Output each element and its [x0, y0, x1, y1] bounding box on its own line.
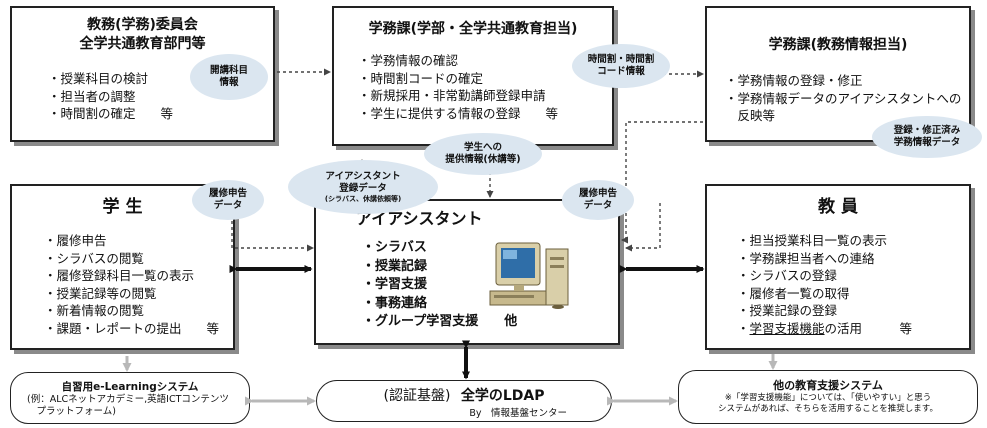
label-kaiko-joho: 開講科目 情報	[190, 54, 268, 100]
student-box: 学 生 ・履修申告 ・シラバスの閲覧 ・履修登録科目一覧の表示 ・授業記録等の閲…	[10, 184, 235, 350]
list-item: ・授業記録の登録	[737, 303, 838, 318]
label-rishu-left: 履修申告 データ	[192, 180, 264, 220]
flow-faculty-to-ai	[625, 203, 661, 252]
committee-list: ・授業科目の検討 ・担当者の調整 ・時間割の確定 等	[48, 70, 173, 123]
label-toroku-shusei: 登録・修正済み 学務情報データ	[872, 116, 982, 158]
list-item: ・履修登録科目一覧の表示	[44, 268, 195, 283]
list-item: 反映等	[725, 108, 776, 123]
list-item: ・履修申告	[44, 233, 107, 248]
list-item: ・シラバス	[362, 240, 427, 255]
list-item: ・学務情報の確認	[358, 53, 459, 68]
list-item: ・グループ学習支援 他	[362, 314, 518, 329]
ai-assistant-list: ・シラバス ・授業記録 ・学習支援 ・事務連絡 ・グループ学習支援 他	[362, 239, 517, 332]
gakumu-right-title: 学務課(教務情報担当)	[768, 37, 908, 53]
gakumu-right-list: ・学務情報の登録・修正 ・学務情報データのアイアシスタントへの 反映等	[725, 72, 961, 125]
committee-box: 教務(学務)委員会 全学共通教育部門等 ・授業科目の検討 ・担当者の調整 ・時間…	[10, 6, 275, 142]
gakumu-center-box: 学務課(学部・全学共通教育担当) ・学務情報の確認 ・時間割コードの確定 ・新規…	[332, 6, 614, 146]
committee-title: 教務(学務)委員会 全学共通教育部門等	[79, 17, 206, 52]
list-item: ・学習支援機能の活用 等	[737, 320, 913, 336]
student-title: 学 生	[102, 197, 143, 217]
list-item: ・授業科目の検討	[48, 71, 149, 86]
elearning-title: 自習用e-Learningシステム	[61, 381, 199, 393]
list-item: ・シラバスの閲覧	[44, 250, 144, 266]
label-rishu-right: 履修申告 データ	[562, 180, 634, 220]
list-item: ・新着情報の閲覧	[44, 303, 145, 318]
ai-assistant-box: アイアシスタント ・シラバス ・授業記録 ・学習支援 ・事務連絡 ・グループ学習…	[314, 199, 620, 345]
other-system-title: 他の教育支援システム	[773, 379, 883, 392]
elearning-box: 自習用e-Learningシステム (例：ALCネットアカデミー,英語ICTコン…	[10, 372, 250, 424]
label-jikanwari: 時間割・時間割 コード情報	[572, 44, 670, 88]
list-item: ・事務連絡	[362, 295, 428, 311]
computer-icon	[489, 242, 569, 309]
other-system-desc: ※「学習支援機能」については、「使いやすい」と思う システムがあれば、そちらを活…	[718, 393, 938, 414]
label-gakusei-teikyo: 学生への 提供情報(休講等)	[424, 133, 542, 175]
ldap-prefix: (認証基盤)	[383, 388, 451, 404]
ai-assistant-title: アイアシスタント	[356, 209, 483, 228]
list-item: ・学務情報データのアイアシスタントへの	[725, 90, 962, 106]
list-item: ・授業記録	[362, 258, 428, 274]
list-item: ・シラバスの登録	[737, 268, 837, 283]
list-item: ・学務課担当者への連絡	[737, 250, 875, 266]
list-item: ・学生に提供する情報の登録 等	[358, 105, 559, 121]
label-ai-toroku: アイアシスタント 登録データ (シラバス、休講依頼等)	[288, 160, 438, 214]
list-item: ・課題・レポートの提出 等	[44, 320, 220, 336]
list-item: ・授業記録等の閲覧	[44, 285, 157, 301]
list-item: ・新規採用・非常勤講師登録申請	[358, 88, 546, 103]
list-item: ・担当者の調整	[48, 88, 136, 104]
list-item: ・時間割コードの確定	[358, 70, 484, 86]
flow-joho-to-ai	[621, 121, 703, 244]
faculty-title: 教 員	[818, 197, 858, 217]
list-item: ・担当授業科目一覧の表示	[737, 233, 888, 248]
list-item: ・学習支援	[362, 277, 428, 292]
elearning-desc: (例：ALCネットアカデミー,英語ICTコンテンツ プラットフォーム)	[27, 394, 229, 417]
ldap-box: (認証基盤) 全学のLDAP By 情報基盤センター	[316, 380, 612, 422]
list-item: ・学務情報の登録・修正	[725, 73, 863, 88]
ldap-by: By 情報基盤センター	[469, 408, 567, 419]
faculty-list: ・担当授業科目一覧の表示 ・学務課担当者への連絡 ・シラバスの登録 ・履修者一覧…	[737, 232, 912, 337]
learning-support-link[interactable]: 学習支援機能	[749, 320, 825, 336]
faculty-box: 教 員 ・担当授業科目一覧の表示 ・学務課担当者への連絡 ・シラバスの登録 ・履…	[705, 184, 971, 350]
other-system-box: 他の教育支援システム ※「学習支援機能」については、「使いやすい」と思う システ…	[678, 370, 978, 424]
list-item: ・履修者一覧の取得	[737, 285, 850, 301]
gakumu-center-list: ・学務情報の確認 ・時間割コードの確定 ・新規採用・非常勤講師登録申請 ・学生に…	[358, 52, 558, 122]
list-item: ・時間割の確定 等	[48, 106, 174, 121]
gakumu-center-title: 学務課(学部・全学共通教育担当)	[368, 21, 578, 37]
student-list: ・履修申告 ・シラバスの閲覧 ・履修登録科目一覧の表示 ・授業記録等の閲覧 ・新…	[44, 232, 219, 337]
ldap-title: 全学のLDAP	[460, 388, 545, 404]
